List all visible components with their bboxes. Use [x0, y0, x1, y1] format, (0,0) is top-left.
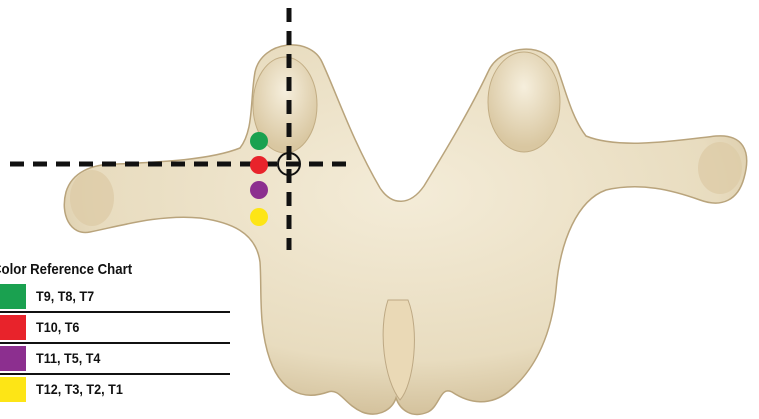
right-facet — [488, 52, 560, 152]
legend-row-yellow: T12, T3, T2, T1 — [0, 375, 230, 404]
legend-label-purple: T11, T5, T4 — [36, 344, 100, 373]
legend-row-green: T9, T8, T7 — [0, 282, 230, 313]
purple-swatch — [0, 346, 26, 371]
legend-title: Color Reference Chart — [0, 258, 201, 282]
red-swatch — [0, 315, 26, 340]
left-transverse-tip — [70, 170, 114, 226]
legend-label-green: T9, T8, T7 — [36, 282, 94, 311]
red-dot — [250, 156, 268, 174]
legend-label-red: T10, T6 — [36, 313, 79, 342]
purple-dot — [250, 181, 268, 199]
color-reference-chart: Color Reference Chart T9, T8, T7 T10, T6… — [0, 258, 230, 404]
green-swatch — [0, 284, 26, 309]
green-dot — [250, 132, 268, 150]
legend-label-yellow: T12, T3, T2, T1 — [36, 375, 123, 404]
yellow-swatch — [0, 377, 26, 402]
legend-row-purple: T11, T5, T4 — [0, 344, 230, 375]
right-transverse-tip — [698, 142, 742, 194]
yellow-dot — [250, 208, 268, 226]
legend-row-red: T10, T6 — [0, 313, 230, 344]
